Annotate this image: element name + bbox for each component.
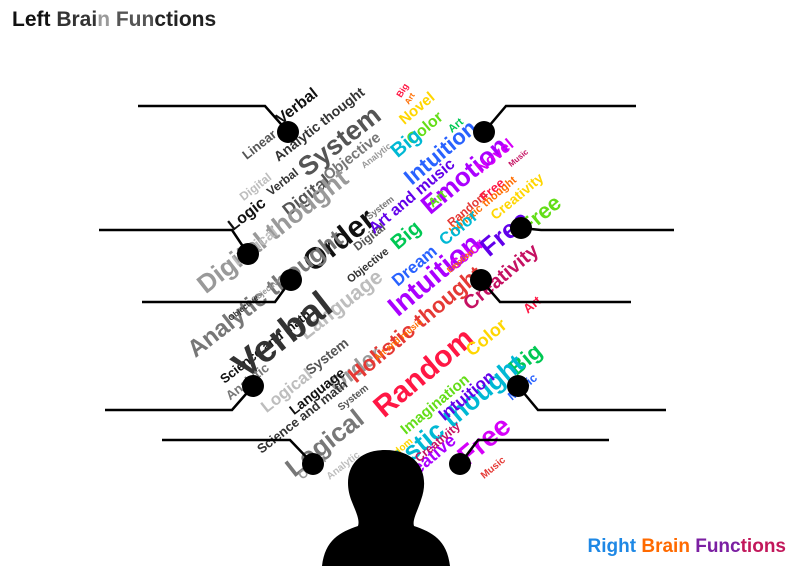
- right-leader-dot: [470, 269, 492, 291]
- left-title-part: ctions: [154, 8, 217, 31]
- right-title-part: Brain: [641, 536, 696, 557]
- right-leader-dot: [473, 121, 495, 143]
- right-title-part: Func: [695, 536, 741, 557]
- left-title-part: n: [97, 8, 111, 31]
- leader-lines: [99, 104, 674, 475]
- left-leader-dot: [302, 453, 324, 475]
- head-silhouette-shape: [322, 450, 450, 566]
- left-leader-dot: [280, 269, 302, 291]
- person-silhouette: [322, 450, 450, 566]
- right-title-part: Right: [587, 536, 642, 557]
- right-leader-line: [517, 385, 666, 412]
- left-title-part: Left: [12, 8, 57, 31]
- left-title-part: Fun: [110, 8, 155, 31]
- right-leader-dot: [507, 375, 529, 397]
- right-word: Art: [520, 292, 545, 316]
- right-title-part: tions: [740, 536, 786, 557]
- left-leader-dot: [237, 243, 259, 265]
- right-leader-line: [483, 104, 636, 133]
- left-leader-line: [138, 104, 289, 133]
- left-brain-title: Left Brain Functions: [12, 8, 216, 32]
- right-leader-dot: [510, 217, 532, 239]
- left-leader-line: [162, 438, 314, 465]
- right-leader-line: [520, 226, 674, 232]
- left-leader-dot: [277, 121, 299, 143]
- right-leader-dot: [449, 453, 471, 475]
- left-word: Linear: [239, 127, 279, 163]
- left-title-part: Brai: [56, 8, 98, 31]
- left-leader-dot: [242, 375, 264, 397]
- right-brain-title: Right Brain Functions: [588, 536, 786, 558]
